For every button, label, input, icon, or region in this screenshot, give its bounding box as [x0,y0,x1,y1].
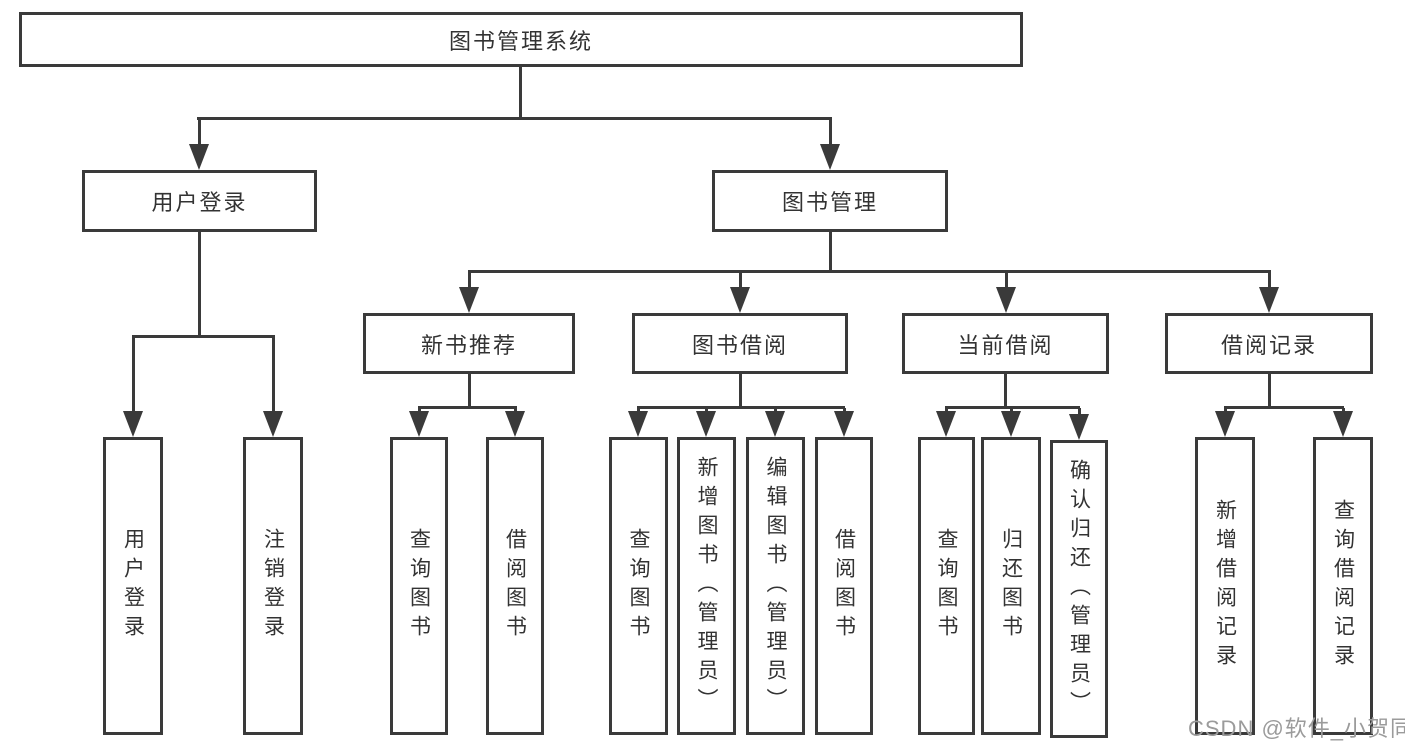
leaf-confirm-return-admin: 确认归还（管理员） [1050,440,1108,738]
node-new-book-recommend: 新书推荐 [363,313,575,374]
arrowhead-module [1259,287,1279,313]
leaf-borrow-books: 借阅图书 [815,437,873,735]
arrowhead-module [996,287,1016,313]
arrowhead-leaf [765,411,785,437]
connector-borrow-records-bus [1224,406,1344,409]
connector-new-books-drop [468,372,471,408]
connector-to-module [1005,272,1008,289]
arrowhead-leaf [505,411,525,437]
leaf-add-books-admin: 新增图书（管理员） [677,437,736,735]
leaf-add-borrow-record: 新增借阅记录 [1195,437,1255,735]
connector-book-borrow-bus [637,406,845,409]
connector-level3-bus [468,270,1271,273]
leaf-return-books: 归还图书 [981,437,1041,735]
arrowhead-leaf [1215,411,1235,437]
connector-to-leaf [1078,408,1081,414]
arrowhead-leaf [628,411,648,437]
csdn-watermark: CSDN @软件_小贺同学 [1188,716,1405,741]
arrowhead-module [730,287,750,313]
connector-to-leaf [272,337,275,413]
connector-current-borrow-bus [945,406,1080,409]
arrowhead-leaf [936,411,956,437]
arrowhead-book-management [820,144,840,170]
leaf-user-login: 用户登录 [103,437,163,735]
arrowhead-leaf [834,411,854,437]
leaf-borrow-books: 借阅图书 [486,437,544,735]
connector-to-module [739,272,742,289]
connector-borrow-records-drop [1268,372,1271,408]
leaf-edit-books-admin: 编辑图书（管理员） [746,437,805,735]
leaf-logout: 注销登录 [243,437,303,735]
connector-user-login-bus [132,335,275,338]
arrowhead-leaf [1069,414,1089,440]
arrowhead-user-login [189,144,209,170]
node-borrow-records: 借阅记录 [1165,313,1373,374]
leaf-query-books: 查询图书 [918,437,975,735]
node-book-management: 图书管理 [712,170,948,232]
arrowhead-leaf [263,411,283,437]
connector-to-book-management [829,119,832,146]
node-user-login: 用户登录 [82,170,317,232]
arrowhead-leaf [409,411,429,437]
leaf-query-books: 查询图书 [609,437,668,735]
connector-book-mgmt-drop [829,230,832,273]
connector-book-borrow-drop [739,372,742,408]
arrowhead-leaf [1333,411,1353,437]
connector-to-module [468,272,471,289]
connector-level2-bus [197,117,832,120]
node-root-system: 图书管理系统 [19,12,1023,67]
connector-current-borrow-drop [1004,372,1007,408]
node-current-borrow: 当前借阅 [902,313,1109,374]
leaf-query-books: 查询图书 [390,437,448,735]
arrowhead-module [459,287,479,313]
leaf-query-borrow-record: 查询借阅记录 [1313,437,1373,735]
connector-root-drop [519,66,522,119]
arrowhead-leaf [696,411,716,437]
connector-to-user-login [198,119,201,146]
connector-to-module [1268,272,1271,289]
arrowhead-leaf [1001,411,1021,437]
connector-user-login-drop [198,230,201,337]
connector-new-books-bus [418,406,517,409]
connector-to-leaf [132,337,135,413]
arrowhead-leaf [123,411,143,437]
node-book-borrow: 图书借阅 [632,313,848,374]
